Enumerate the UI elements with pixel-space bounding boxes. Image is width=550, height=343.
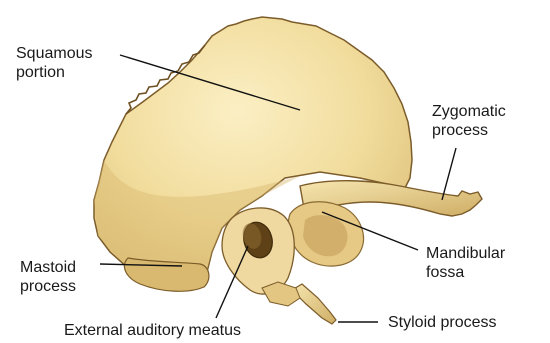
label-mastoid-process: Mastoid process: [20, 258, 76, 296]
label-external-auditory-meatus: External auditory meatus: [64, 321, 241, 340]
label-mandibular-fossa: Mandibular fossa: [426, 244, 505, 282]
styloid-process: [292, 284, 336, 324]
label-styloid-process: Styloid process: [388, 313, 497, 332]
styloid-base: [262, 282, 300, 306]
leader-zygomatic: [442, 148, 456, 200]
label-squamous-portion: Squamous portion: [16, 44, 93, 82]
label-zygomatic-process: Zygomatic process: [432, 102, 506, 140]
